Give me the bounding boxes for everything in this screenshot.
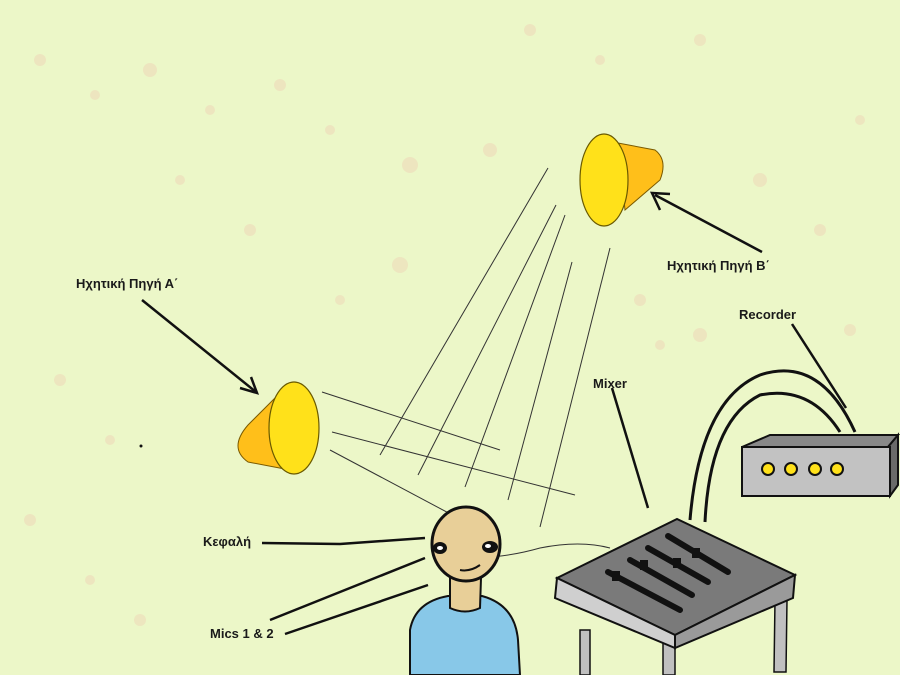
mixer (553, 517, 798, 675)
person (409, 505, 522, 675)
label-source-b: Ηχητική Πηγή Β΄ (667, 258, 770, 273)
label-head: Κεφαλή (203, 534, 252, 549)
background-texture (24, 24, 865, 626)
head (430, 505, 502, 583)
sound-rays-source-a (321, 391, 576, 519)
speaker-source-b (579, 133, 664, 227)
recorder (741, 432, 900, 499)
sound-rays-source-b (379, 167, 611, 528)
cables (688, 369, 857, 523)
label-source-a: Ηχητική Πηγή Α΄ (76, 276, 179, 291)
pointer-lines (141, 191, 848, 636)
label-mixer: Mixer (593, 376, 627, 391)
speaker-source-a (237, 381, 320, 475)
label-mics: Mics 1 & 2 (210, 626, 274, 641)
label-recorder: Recorder (739, 307, 797, 322)
